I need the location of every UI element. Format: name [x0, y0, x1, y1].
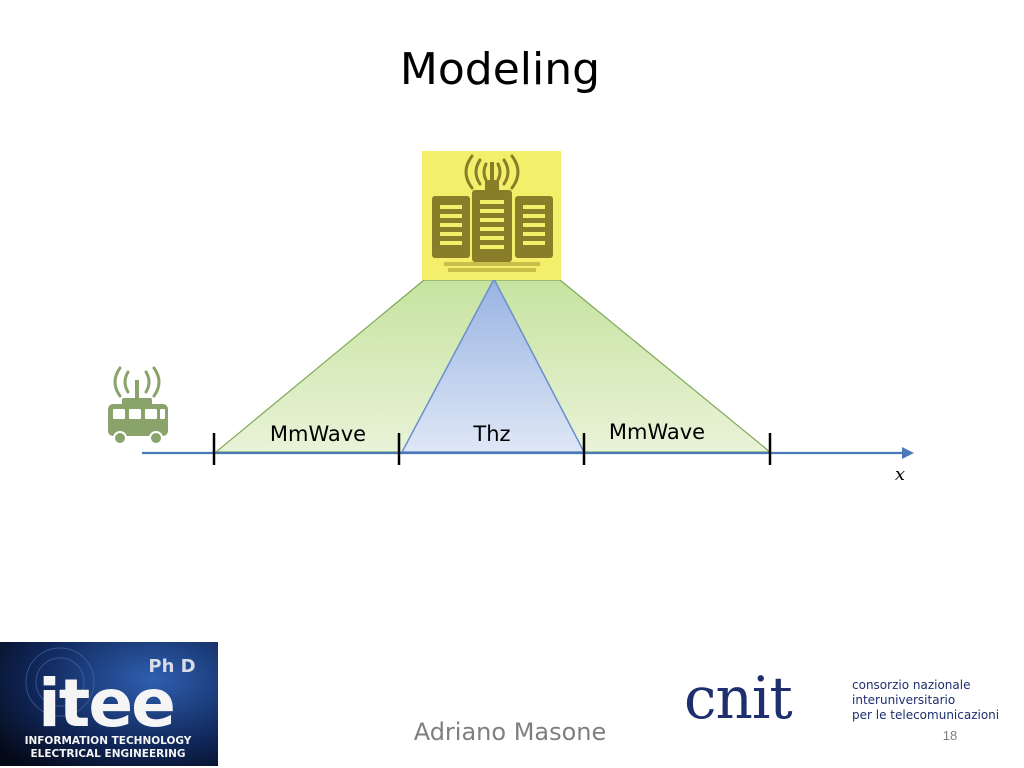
cnit-line-3: per le telecomunicazioni [852, 708, 1000, 722]
cnit-line-1: consorzio nazionale [852, 678, 971, 692]
itee-phd-badge: Ph D [148, 656, 195, 677]
x-axis-arrowhead [902, 447, 914, 459]
server-rack-with-antenna-icon [422, 151, 561, 280]
itee-wordmark: itee [38, 665, 174, 742]
coverage-diagram: MmWave Thz MmWave x [108, 151, 914, 485]
itee-phd-logo: Ph D itee INFORMATION TECHNOLOGY ELECTRI… [0, 642, 218, 766]
page-number: 18 [942, 728, 958, 743]
cnit-logo: cnit [684, 668, 793, 728]
slide-title: Modeling [399, 44, 601, 95]
thz-label: Thz [472, 422, 510, 446]
cnit-line-2: interuniversitario [852, 693, 956, 707]
itee-line-2: ELECTRICAL ENGINEERING [30, 748, 185, 760]
mmwave-left-label: MmWave [270, 422, 366, 446]
itee-line-1: INFORMATION TECHNOLOGY [25, 735, 192, 747]
cnit-wordmark: cnit [684, 668, 792, 728]
mmwave-right-label: MmWave [609, 420, 705, 444]
x-axis-label: x [895, 464, 905, 485]
author-footer: Adriano Masone [413, 718, 607, 746]
cnit-description: consorzio nazionale interuniversitario p… [852, 678, 1022, 723]
bus-with-antenna-icon [108, 366, 168, 445]
